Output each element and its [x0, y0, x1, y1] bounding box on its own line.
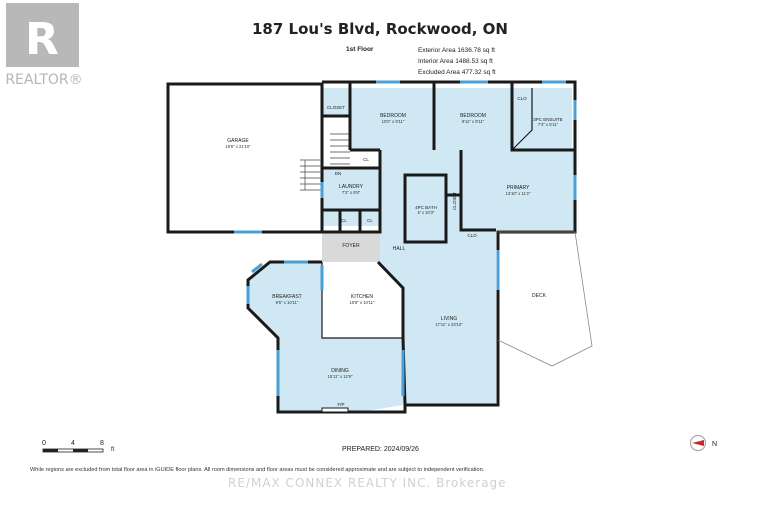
realtor-logo: R REALTOR®: [5, 3, 83, 88]
room-deck: DECK: [532, 293, 547, 299]
room-cl-2: CL: [341, 218, 347, 223]
room-dining: DINING: [331, 368, 349, 374]
room-bedroom-2-dims: 9'11" x 9'11": [462, 119, 485, 124]
room-ensuite: 3PC ENSUITE: [533, 117, 563, 122]
room-primary-dims: 13'10" x 11'2": [506, 191, 531, 196]
room-bedroom-1: BEDROOM: [380, 113, 406, 119]
room-clo-low: CLO: [467, 233, 477, 238]
prepared-date: PREPARED: 2024/09/26: [342, 446, 419, 453]
floor-label: 1st Floor: [346, 46, 374, 53]
room-closet-vertical: CLOSET: [452, 192, 457, 210]
room-bedroom-2: BEDROOM: [460, 113, 486, 119]
room-kitchen-dims: 10'8" x 10'11": [350, 300, 375, 305]
svg-text:ft: ft: [111, 447, 115, 453]
fireplace-label: F/P: [337, 402, 344, 407]
room-foyer: FOYER: [342, 243, 360, 249]
room-dining-dims: 15'11" x 12'9": [328, 374, 353, 379]
room-laundry-dims: 7'3" x 6'8": [342, 190, 361, 195]
area-summary: Exterior Area 1636.78 sq ft Interior Are…: [418, 45, 496, 78]
room-closet: CLOSET: [327, 105, 345, 110]
svg-text:4: 4: [71, 440, 75, 447]
svg-text:R: R: [25, 14, 59, 65]
interior-area: Interior Area 1488.53 sq ft: [418, 58, 493, 65]
scale-bar: 0 4 8 ft: [42, 440, 115, 453]
excluded-area: Excluded Area 477.32 sq ft: [418, 69, 496, 76]
svg-text:N: N: [712, 441, 717, 448]
room-garage: GARAGE: [227, 138, 249, 144]
compass-icon: N: [689, 434, 717, 452]
room-primary: PRIMARY: [507, 185, 530, 191]
exterior-area: Exterior Area 1636.78 sq ft: [418, 47, 495, 54]
room-garage-dims: 19'8" x 21'10": [225, 144, 251, 149]
room-bath: 4PC BATH: [415, 205, 437, 210]
room-hall: HALL: [393, 246, 406, 252]
room-bedroom-1-dims: 10'0" x 9'11": [382, 119, 405, 124]
room-cl-1: CL: [363, 157, 369, 162]
room-dn: DN: [335, 171, 342, 176]
room-breakfast: BREAKFAST: [272, 294, 301, 300]
room-laundry: LAUNDRY: [339, 184, 363, 190]
property-address: 187 Lou's Blvd, Rockwood, ON: [252, 20, 508, 38]
room-bath-dims: 5' x 10'3": [418, 210, 435, 215]
room-cl-3: CL: [367, 218, 373, 223]
watermark: RE/MAX CONNEX REALTY INC. Brokerage: [228, 476, 507, 490]
room-living: LIVING: [441, 316, 458, 322]
svg-text:0: 0: [42, 440, 46, 447]
room-kitchen: KITCHEN: [351, 294, 373, 300]
room-clo-top: CLO: [517, 96, 527, 101]
room-ensuite-dims: 7'3" x 5'11": [538, 122, 559, 127]
room-living-dims: 17'11" x 23'10": [435, 322, 463, 327]
svg-text:REALTOR®: REALTOR®: [5, 72, 82, 88]
disclaimer: While regions are excluded from total fl…: [30, 467, 485, 473]
svg-text:8: 8: [100, 440, 104, 447]
room-breakfast-dims: 9'6" x 10'11": [276, 300, 299, 305]
